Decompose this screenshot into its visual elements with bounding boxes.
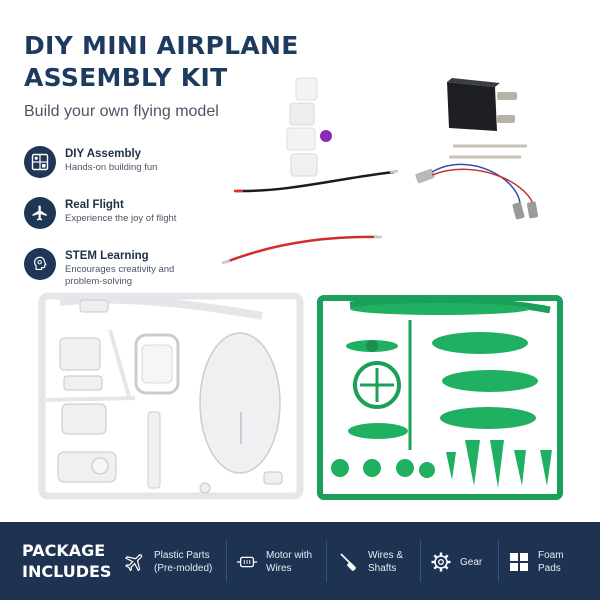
package-title-line-2: INCLUDES: [22, 562, 112, 581]
package-title: PACKAGE INCLUDES: [22, 540, 111, 582]
green-sprue: [317, 295, 563, 500]
motor: [415, 163, 538, 220]
divider: [420, 540, 421, 582]
package-item-label: Wires & Shafts: [368, 550, 403, 574]
package-item: Wires & Shafts: [338, 542, 403, 582]
airplane-icon: [24, 197, 56, 229]
divider: [498, 540, 499, 582]
solar-panel: [447, 78, 517, 131]
feature-desc: Hands-on building fun: [65, 162, 158, 173]
title-line-2: ASSEMBLY KIT: [24, 63, 228, 92]
subtitle: Build your own flying model: [24, 103, 219, 120]
page-title: DIY MINI AIRPLANE ASSEMBLY KIT: [24, 30, 324, 94]
airplane-outline-icon: [124, 551, 146, 573]
feature-title: DIY Assembly: [65, 148, 142, 160]
brain-icon: [24, 248, 56, 280]
package-item: Plastic Parts (Pre-molded): [124, 542, 212, 582]
gear-icon: [430, 551, 452, 573]
kit-parts-illustration: [38, 77, 563, 500]
feature-item: DIY Assembly Hands-on building fun: [24, 146, 234, 192]
feature-item: Real Flight Experience the joy of flight: [24, 197, 234, 243]
package-item: Foam Pads: [508, 542, 564, 582]
feature-title: STEM Learning: [65, 250, 149, 262]
black-wire: [234, 169, 399, 193]
package-item-label: Gear: [460, 556, 483, 568]
feature-desc: Encourages creativity and problem-solvin…: [65, 264, 175, 287]
title-line-1: DIY MINI AIRPLANE: [24, 31, 299, 60]
screwdriver-icon: [338, 551, 360, 573]
foam-pads: [286, 77, 332, 177]
feature-list: DIY Assembly Hands-on building fun Real …: [24, 146, 234, 287]
package-item-label: Foam Pads: [538, 550, 564, 574]
feature-title: Real Flight: [65, 199, 124, 211]
red-wire: [221, 235, 382, 265]
motor-icon: [236, 551, 258, 573]
assembly-grid-icon: [24, 146, 56, 178]
package-item: Gear: [430, 542, 482, 582]
divider: [226, 540, 227, 582]
feature-desc: Experience the joy of flight: [65, 213, 177, 224]
package-item: Motor with Wires: [236, 542, 312, 582]
feature-item: STEM Learning Encourages creativity and …: [24, 248, 234, 294]
divider: [326, 540, 327, 582]
package-title-line-1: PACKAGE: [22, 541, 106, 560]
package-includes-bar: PACKAGE INCLUDES Plastic Parts (Pre-mold…: [0, 522, 600, 600]
white-sprue: [38, 292, 304, 500]
foam-pads-icon: [508, 551, 530, 573]
package-item-label: Motor with Wires: [266, 550, 313, 574]
package-item-label: Plastic Parts (Pre-molded): [154, 550, 213, 574]
